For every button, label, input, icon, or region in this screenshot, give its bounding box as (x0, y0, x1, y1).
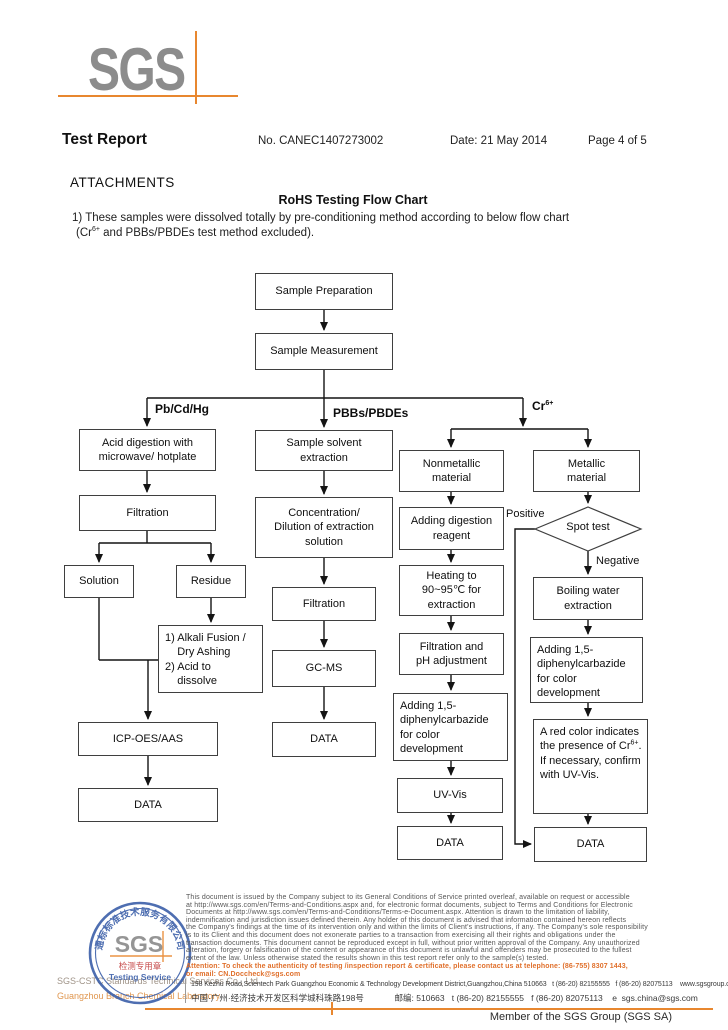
spot-test-diamond (533, 506, 643, 552)
attachments-heading: ATTACHMENTS (70, 175, 175, 190)
node-solvent-extraction: Sample solvent extraction (255, 430, 393, 471)
note-line-2: (Cr6+ and PBBs/PBDEs test method exclude… (76, 226, 315, 239)
stamp-red-text: 检测专用章 (119, 961, 162, 971)
stamp-service-text: Testing Service (109, 972, 171, 982)
branch-label-pb-cd-hg: Pb/Cd/Hg (155, 402, 209, 416)
node-spot-test: Spot test (566, 521, 610, 533)
node-icp-oes-aas: ICP-OES/AAS (78, 722, 218, 756)
note-line-1: 1) These samples were dissolved totally … (72, 212, 570, 224)
node-residue: Residue (176, 565, 246, 598)
report-date: Date: 21 May 2014 (450, 135, 548, 147)
node-red-color-note: A red color indicates the presence of Cr… (533, 719, 648, 814)
node-data-center: DATA (272, 722, 376, 757)
node-data-metallic: DATA (534, 827, 647, 862)
node-adding-diphenylcarbazide-left: Adding 1,5- diphenylcarbazide for color … (393, 693, 508, 761)
branch-label-pbbs-pbdes: PBBs/PBDEs (333, 406, 409, 420)
flowchart-title: RoHS Testing Flow Chart (278, 193, 428, 207)
stamp-inner-ring (94, 907, 186, 999)
node-filtration-center: Filtration (272, 587, 376, 621)
address-divider (185, 979, 186, 1003)
node-sample-preparation: Sample Preparation (255, 273, 393, 310)
node-boiling-water-extraction: Boiling water extraction (533, 577, 643, 620)
legal-disclaimer: This document is issued by the Company s… (186, 894, 648, 962)
company-name-line: SGS-CSTC Standards Technical Services Co… (57, 976, 261, 986)
logo-horizontal-line (58, 95, 238, 97)
address-chinese: 中国·广州·经济技术开发区科学城科珠路198号 邮编: 510663 t (86… (191, 993, 698, 1003)
address-english: 198 Kezhu Road,Scientech Park Guangzhou … (191, 981, 728, 988)
node-gc-ms: GC-MS (272, 650, 376, 687)
node-nonmetallic-material: Nonmetallic material (399, 450, 504, 492)
testing-service-stamp: 通标标准技术服务有限公司 SGS 检测专用章 Testing Service (88, 901, 192, 1005)
node-sample-measurement: Sample Measurement (255, 333, 393, 370)
node-adding-digestion-reagent: Adding digestion reagent (399, 507, 504, 550)
node-acid-digestion: Acid digestion with microwave/ hotplate (79, 429, 216, 471)
report-number: No. CANEC1407273002 (258, 135, 384, 147)
node-heating-extraction: Heating to 90~95℃ for extraction (399, 565, 504, 616)
node-solution: Solution (64, 565, 134, 598)
spot-test-negative-label: Negative (596, 555, 640, 567)
node-uv-vis: UV-Vis (397, 778, 503, 813)
spot-test-positive-label: Positive (506, 508, 545, 520)
node-metallic-material: Metallic material (533, 450, 640, 492)
node-concentration-dilution: Concentration/ Dilution of extraction so… (255, 497, 393, 558)
attention-notice: Attention: To check the authenticity of … (186, 963, 628, 978)
node-data-nonmetallic: DATA (397, 826, 503, 860)
footer-horizontal-line (145, 1008, 713, 1010)
node-filtration-ph: Filtration and pH adjustment (399, 633, 504, 675)
stamp-outer-ring (88, 901, 192, 1005)
member-text: Member of the SGS Group (SGS SA) (489, 1011, 672, 1023)
stamp-sgs-logo: SGS (115, 931, 164, 957)
page-indicator: Page 4 of 5 (588, 135, 647, 147)
logo-vertical-line (195, 31, 197, 104)
sgs-logo: SGS (88, 36, 186, 103)
branch-label-cr6: Cr6+ (532, 399, 554, 413)
node-data-left: DATA (78, 788, 218, 822)
report-title: Test Report (62, 131, 147, 148)
node-adding-diphenylcarbazide-right: Adding 1,5- diphenylcarbazide for color … (530, 637, 643, 703)
node-alkali-fusion: 1) Alkali Fusion / Dry Ashing 2) Acid to… (158, 625, 263, 693)
footer-vertical-tick (331, 1002, 333, 1015)
laboratory-name-line: Guangzhou Branch Chemical Laboratory (57, 991, 221, 1001)
node-filtration-left: Filtration (79, 495, 216, 531)
